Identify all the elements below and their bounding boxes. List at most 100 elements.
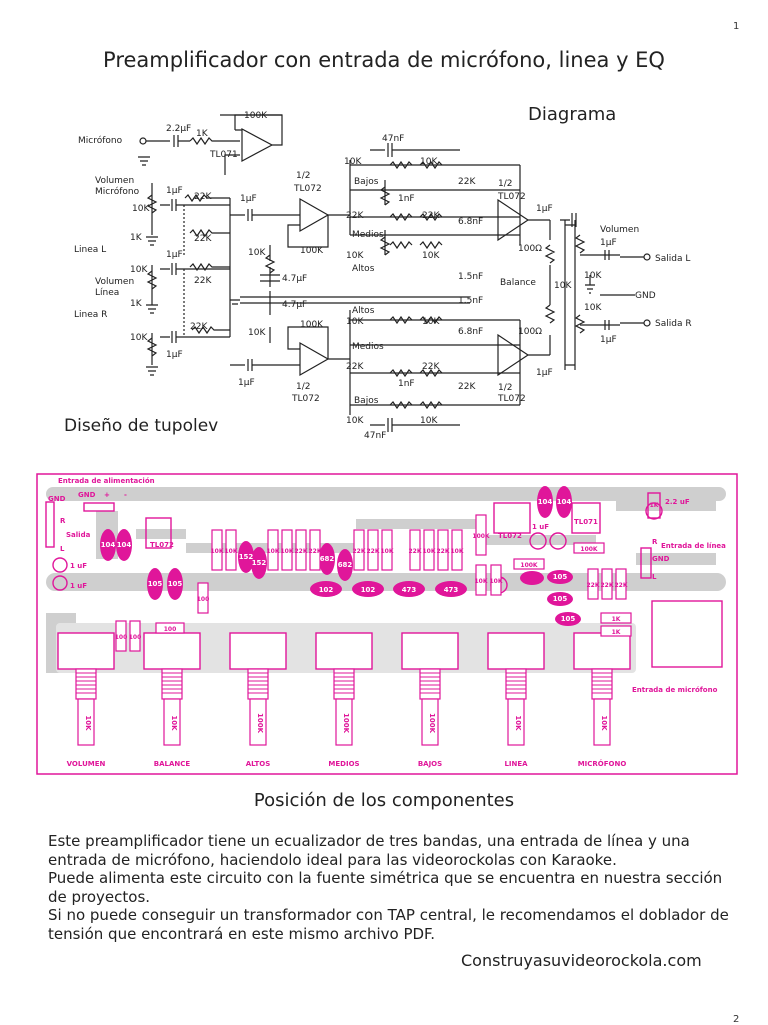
pot-value-label: 100K xyxy=(342,713,350,734)
l-label: L xyxy=(60,545,65,553)
cap-6-8nf-label: 6.8nF xyxy=(458,217,483,227)
plus-label: + xyxy=(104,491,110,499)
cap-105-label: 105 xyxy=(553,573,568,581)
res-1k-label: 1K xyxy=(612,629,621,636)
balance-label: Balance xyxy=(500,278,536,288)
vol-mic-label-1: Volumen xyxy=(95,176,134,186)
cap-1-5nf-label: 1.5nF xyxy=(458,272,483,282)
cap-4-7uf-label: 4.7µF xyxy=(282,274,307,284)
gnd-label: GND xyxy=(635,291,656,301)
cap-152-label: 152 xyxy=(252,559,267,567)
res-10k-label: 10K xyxy=(132,204,150,214)
cap-47nf-label: 47nF xyxy=(382,134,404,144)
cap-682-label: 682 xyxy=(338,561,353,569)
tl072-label: TL072 xyxy=(497,192,526,202)
res-1k-label: 1K xyxy=(650,502,659,509)
res-22k-label: 22K xyxy=(422,362,440,372)
opamp-half-label: 1/2 xyxy=(296,382,310,392)
cap-105-label: 105 xyxy=(553,595,568,603)
opamp-half-label: 1/2 xyxy=(498,383,512,393)
tl072-label: TL072 xyxy=(497,394,526,404)
pot-name-label: MEDIOS xyxy=(328,760,359,768)
res-10k-label: 10K xyxy=(130,265,148,275)
cap-1nf-label: 1nF xyxy=(398,194,415,204)
res-10k-label: 10K xyxy=(554,281,572,291)
vol-line-label-1: Volumen xyxy=(95,277,134,287)
res-100k-label: 100K xyxy=(472,533,490,540)
res-100k-label: 100K xyxy=(300,246,324,256)
website-link[interactable]: Construyasuvideorockola.com xyxy=(461,951,702,970)
cap-1uf-label: 1µF xyxy=(536,204,553,214)
res-10k-label: 10K xyxy=(281,548,294,555)
r-label: R xyxy=(60,517,66,525)
layout-heading: Posición de los componentes xyxy=(253,790,515,811)
res-100k-label: 100K xyxy=(520,562,538,569)
page-number-bottom: 2 xyxy=(733,1014,740,1025)
description-line-1: Este preamplificador tiene un ecualizado… xyxy=(48,832,690,869)
pot-name-label: BALANCE xyxy=(154,760,191,768)
cap-1uf-label: 1µF xyxy=(166,186,183,196)
cap-102-label: 102 xyxy=(319,586,334,594)
res-10k-label: 10K xyxy=(248,328,266,338)
gnd-label: GND xyxy=(48,495,66,503)
cap-152-label: 152 xyxy=(239,553,254,561)
res-10k-label: 10K xyxy=(346,416,364,426)
cap-105-label: 105 xyxy=(148,580,163,588)
res-22k-label: 22K xyxy=(194,192,212,202)
bajos-label: Bajos xyxy=(354,396,379,406)
pot-name-label: VOLUMEN xyxy=(67,760,106,768)
line-input-label: Entrada de línea xyxy=(661,542,726,550)
res-10k-label: 10K xyxy=(422,251,440,261)
res-10k-label: 10K xyxy=(584,271,602,281)
res-22k-label: 22K xyxy=(194,234,212,244)
res-100-label: 100 xyxy=(115,634,128,641)
pot-value-label: 10K xyxy=(170,715,178,731)
res-1k-label: 1K xyxy=(130,233,143,243)
cap-104-label: 104 xyxy=(101,541,116,549)
potentiometer-medios: 100K MEDIOS xyxy=(315,632,373,768)
cap-104-label: 104 xyxy=(117,541,132,549)
altos-label: Altos xyxy=(352,264,375,274)
opamp-half-label: 1/2 xyxy=(296,171,310,181)
cap-682-label: 682 xyxy=(320,555,335,563)
res-10k-label: 10K xyxy=(346,317,364,327)
cap-1uf-label: 1µF xyxy=(536,368,553,378)
cap-1uf-label: 1 uF xyxy=(532,523,549,531)
cap-473-label: 473 xyxy=(402,586,417,594)
tl072-label: TL072 xyxy=(291,394,320,404)
tl072-label: TL072 xyxy=(498,532,522,540)
potentiometer-balance: 10K BALANCE xyxy=(143,632,201,768)
res-100ohm-label: 100Ω xyxy=(518,244,542,254)
cap-104-label: 104 xyxy=(557,498,572,506)
vol-line-label-2: Línea xyxy=(95,288,119,298)
power-input-label: Entrada de alimentación xyxy=(58,477,155,485)
cap-6-8nf-label: 6.8nF xyxy=(458,327,483,337)
res-1k-label: 1K xyxy=(612,616,621,623)
cap-473-label: 473 xyxy=(444,586,459,594)
res-22k-label: 22K xyxy=(346,211,364,221)
vol-mic-label-2: Micrófono xyxy=(95,186,140,197)
res-22k-label: 22K xyxy=(458,382,476,392)
gnd-label: GND xyxy=(78,491,96,499)
diagram-heading: Diagrama xyxy=(528,104,617,125)
cap-1nf-label: 1nF xyxy=(398,379,415,389)
mic-input-label: Entrada de micrófono xyxy=(632,686,718,694)
res-100-label: 100 xyxy=(164,626,177,633)
res-10k-label: 10K xyxy=(420,157,438,167)
description: Este preamplificador tiene un ecualizado… xyxy=(48,832,738,943)
circuit-schematic: Micrófono 2.2µF 1K 100K TL071 Volumen Mi… xyxy=(74,111,692,440)
gnd-label: GND xyxy=(652,555,670,563)
res-22k-label: 22K xyxy=(309,548,322,555)
cap-1uf-label: 1 uF xyxy=(70,582,87,590)
res-10k-label: 10K xyxy=(248,248,266,258)
pot-name-label: BAJOS xyxy=(418,760,442,768)
cap-2-2uf-label: 2.2 uF xyxy=(665,498,690,506)
res-22k-label: 22K xyxy=(367,548,380,555)
res-1k-label: 1K xyxy=(196,129,209,139)
res-100k-label: 100K xyxy=(580,546,598,553)
res-10k-label: 10K xyxy=(130,333,148,343)
output-l-label: Salida L xyxy=(655,254,690,264)
